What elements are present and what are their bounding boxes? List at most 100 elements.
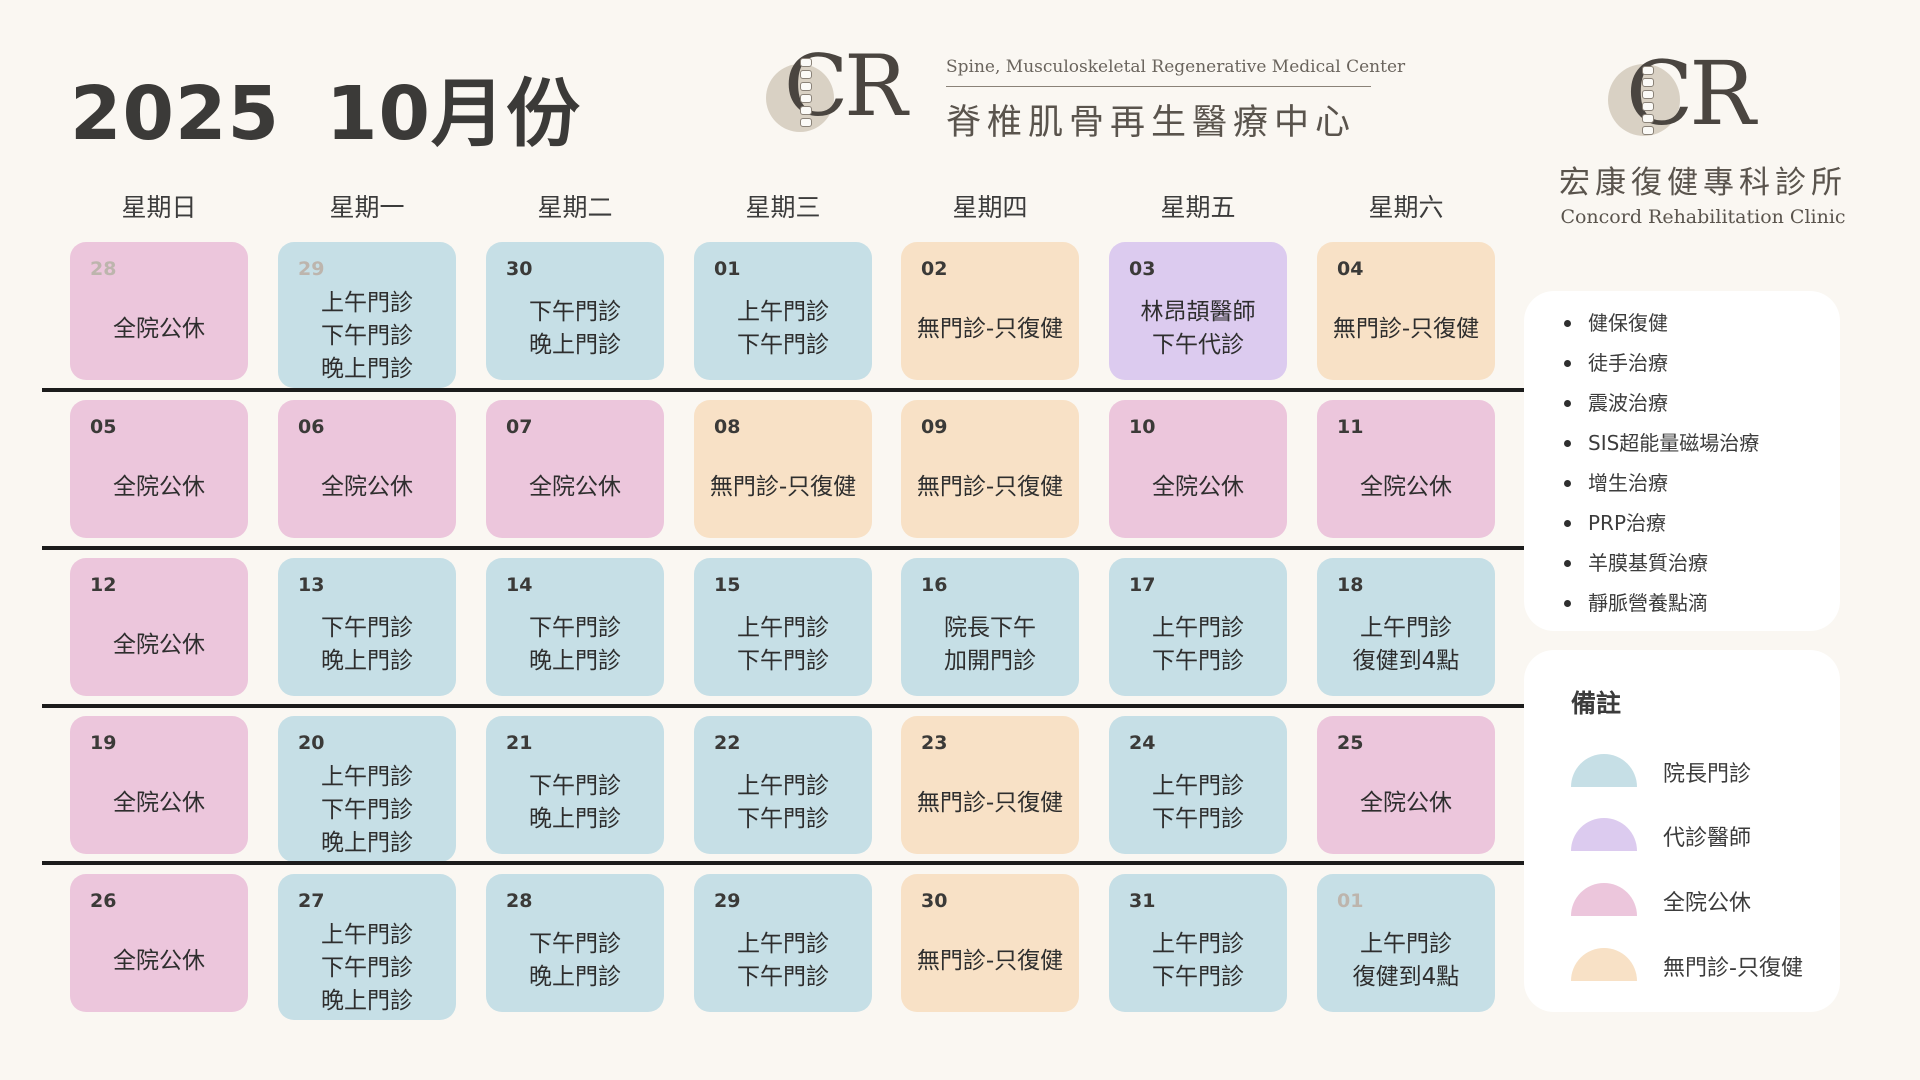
schedule-line: 下午門診 [737,332,829,358]
calendar-day-cell: 13 下午門診晚上門診 [278,558,456,696]
day-number: 09 [921,416,948,438]
schedule-line: 上午門診 [737,773,829,799]
calendar-day-cell: 02 無門診-只復健 [901,242,1079,380]
day-schedule: 全院公休 [1317,442,1495,532]
calendar-day-cell: 22 上午門診下午門診 [694,716,872,854]
service-item: 震波治療 [1564,383,1759,423]
day-schedule: 上午門診復健到4點 [1317,916,1495,1006]
calendar-day-cell: 25 全院公休 [1317,716,1495,854]
schedule-line: 下午門診 [1152,964,1244,990]
service-item: PRP治療 [1564,503,1759,543]
clinic-chinese-name: 宏康復健專科診所 [1559,165,1847,201]
schedule-line: 上午門診 [1152,615,1244,641]
service-item: 增生治療 [1564,463,1759,503]
legend-swatch-icon [1571,883,1637,916]
day-number: 03 [1129,258,1156,280]
day-number: 13 [298,574,325,596]
schedule-line: 上午門診 [1152,931,1244,957]
weekday-sun: 星期日 [121,193,197,222]
schedule-line: 下午門診 [529,615,621,641]
schedule-line: 復健到4點 [1352,648,1460,674]
day-number: 02 [921,258,948,280]
schedule-line: 晚上門診 [321,648,413,674]
schedule-line: 晚上門診 [529,964,621,990]
legend-swatch-icon [1571,948,1637,981]
schedule-line: 無門診-只復健 [916,947,1064,974]
day-number: 29 [298,258,325,280]
day-schedule: 上午門診下午門診晚上門診 [278,912,456,1024]
service-item: 徒手治療 [1564,343,1759,383]
schedule-line: 全院公休 [1360,789,1452,816]
schedule-line: 全院公休 [321,473,413,500]
day-schedule: 全院公休 [70,916,248,1006]
center-logo: CR Spine, Musculoskeletal Regenerative M… [762,44,1405,143]
schedule-line: 下午門診 [321,954,413,981]
day-schedule: 上午門診下午門診 [694,758,872,848]
schedule-line: 上午門診 [321,921,413,948]
center-logo-chinese-name: 脊椎肌骨再生醫療中心 [946,103,1357,143]
schedule-line: 下午門診 [737,806,829,832]
schedule-line: 全院公休 [113,473,205,500]
calendar-day-cell: 05 全院公休 [70,400,248,538]
day-number: 30 [506,258,533,280]
schedule-line: 晚上門診 [529,332,621,358]
day-number: 05 [90,416,117,438]
legend-swatch-icon [1571,818,1637,851]
schedule-line: 全院公休 [113,789,205,816]
weekday-tue: 星期二 [537,193,613,222]
schedule-line: 上午門診 [737,299,829,325]
day-number: 25 [1337,732,1364,754]
legend-item: 全院公休 [1571,877,1831,917]
calendar-day-cell: 27 上午門診下午門診晚上門診 [278,874,456,1020]
day-schedule: 下午門診晚上門診 [278,600,456,690]
schedule-line: 晚上門診 [321,829,413,856]
legend-panel: 備註 院長門診代診醫師全院公休無門診-只復健 [1524,650,1840,1012]
day-number: 14 [506,574,533,596]
schedule-line: 下午門診 [321,615,413,641]
schedule-line: 下午門診 [321,322,413,349]
service-item: 羊膜基質治療 [1564,543,1759,583]
schedule-line: 全院公休 [1152,473,1244,500]
schedule-line: 晚上門診 [321,987,413,1014]
legend-label: 無門診-只復健 [1663,956,1803,981]
calendar-day-cell: 12 全院公休 [70,558,248,696]
day-schedule: 全院公休 [70,284,248,374]
day-schedule: 上午門診下午門診 [1109,758,1287,848]
day-schedule: 上午門診下午門診 [694,284,872,374]
day-schedule: 全院公休 [486,442,664,532]
day-schedule: 下午門診晚上門診 [486,284,664,374]
day-number: 06 [298,416,325,438]
day-number: 12 [90,574,117,596]
calendar-day-cell: 06 全院公休 [278,400,456,538]
schedule-line: 無門診-只復健 [916,315,1064,342]
legend-label: 院長門診 [1663,762,1752,787]
day-number: 24 [1129,732,1156,754]
schedule-line: 上午門診 [321,289,413,316]
weekday-thu: 星期四 [952,193,1028,222]
day-schedule: 全院公休 [70,600,248,690]
day-schedule: 全院公休 [1109,442,1287,532]
weekday-mon: 星期一 [329,193,405,222]
day-number: 27 [298,890,325,912]
weekday-sat: 星期六 [1368,193,1444,222]
day-number: 22 [714,732,741,754]
schedule-line: 上午門診 [1360,615,1452,641]
weekday-fri: 星期五 [1160,193,1236,222]
schedule-line: 下午門診 [321,796,413,823]
day-schedule: 上午門診下午門診晚上門診 [278,280,456,392]
schedule-line: 全院公休 [529,473,621,500]
